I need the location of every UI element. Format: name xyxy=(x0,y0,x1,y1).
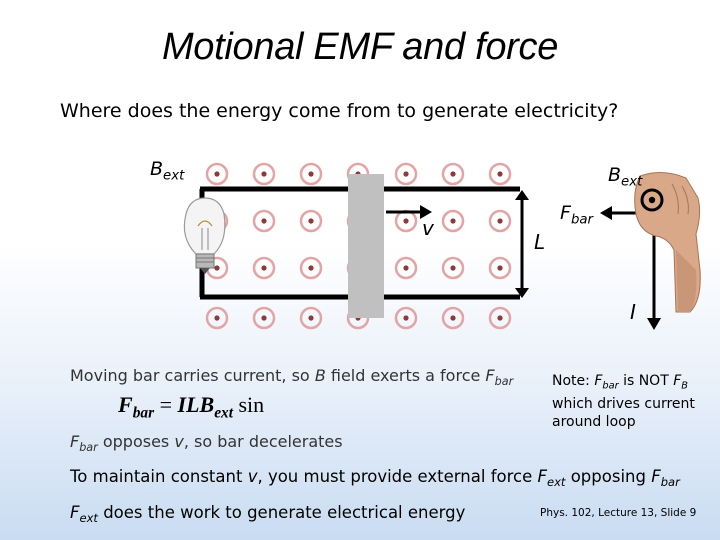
note-fb-sub: B xyxy=(681,380,688,392)
fext-f: F xyxy=(70,503,80,522)
field-out-of-page-symbol xyxy=(441,209,465,233)
maintain-pre: To maintain constant xyxy=(70,467,248,486)
field-out-of-page-symbol xyxy=(488,162,512,186)
moving-b: B xyxy=(314,366,326,385)
opposes-f-sub: bar xyxy=(79,440,98,454)
maintain-f-sub: ext xyxy=(547,475,566,490)
maintain-velocity-text: To maintain constant v, you must provide… xyxy=(70,467,680,489)
field-out-of-page-symbol xyxy=(488,209,512,233)
moving-post: field exerts a force xyxy=(325,366,486,385)
moving-f: F xyxy=(485,366,495,385)
field-out-of-page-symbol xyxy=(252,306,276,330)
field-out-of-page-symbol xyxy=(394,256,418,280)
formula-eq: = xyxy=(154,392,178,417)
fext-f-sub: ext xyxy=(79,511,98,526)
field-out-of-page-symbol xyxy=(252,209,276,233)
moving-bar-text: Moving bar carries current, so B field e… xyxy=(70,366,513,388)
fbar-symbol: F xyxy=(560,202,571,224)
field-out-of-page-symbol xyxy=(252,162,276,186)
field-out-of-page-symbol xyxy=(488,306,512,330)
slide-title: Motional EMF and force xyxy=(161,26,559,68)
field-out-of-page-symbol xyxy=(394,162,418,186)
velocity-label: v xyxy=(422,216,434,240)
note-pre: Note: xyxy=(552,373,595,389)
formula-f: F xyxy=(118,392,133,417)
slide-footer: Phys. 102, Lecture 13, Slide 9 xyxy=(540,507,697,519)
maintain-v: v xyxy=(247,467,258,486)
field-out-of-page-symbol xyxy=(441,162,465,186)
moving-bar xyxy=(348,174,384,318)
moving-pre: Moving bar carries current, so xyxy=(70,366,315,385)
field-out-of-page-symbol xyxy=(299,209,323,233)
opposes-text: Fbar opposes v, so bar decelerates xyxy=(70,432,343,454)
maintain-f2: F xyxy=(651,467,661,486)
field-out-of-page-symbol xyxy=(299,162,323,186)
hand-bfield-symbol xyxy=(640,188,664,212)
opposes-mid: opposes xyxy=(97,432,175,451)
field-out-of-page-symbol xyxy=(299,306,323,330)
field-out-of-page-symbol xyxy=(299,256,323,280)
field-out-of-page-symbol xyxy=(252,256,276,280)
velocity-arrowhead xyxy=(420,205,432,219)
hand-bfield-dot xyxy=(648,196,656,204)
field-out-of-page-symbol xyxy=(488,256,512,280)
field-out-of-page-symbol xyxy=(441,306,465,330)
opposes-v: v xyxy=(174,432,184,451)
bext-left-subscript: ext xyxy=(163,168,185,184)
bext-left-symbol: B xyxy=(150,158,164,180)
formula-f-sub: bar xyxy=(132,404,155,422)
current-label: I xyxy=(630,300,636,324)
maintain-f2-sub: bar xyxy=(660,475,680,490)
fext-work-text: Fext does the work to generate electrica… xyxy=(70,503,465,525)
current-arrowhead xyxy=(647,318,661,330)
field-out-of-page-symbol xyxy=(394,306,418,330)
note-f: F xyxy=(594,373,603,389)
note-f-sub: bar xyxy=(602,380,619,392)
force-formula: Fbar = ILBext sin xyxy=(118,392,264,422)
field-out-of-page-symbol xyxy=(205,162,229,186)
fbar-subscript: bar xyxy=(570,212,593,228)
maintain-mid: , you must provide external force xyxy=(257,467,538,486)
opposes-post: , so bar decelerates xyxy=(183,432,343,451)
moving-f-sub: bar xyxy=(494,374,514,388)
bext-right-label: Bext xyxy=(608,164,642,190)
note-fb: F xyxy=(673,373,682,389)
note-text: Note: Fbar is NOT FB which drives curren… xyxy=(552,372,720,431)
length-arrowhead-top xyxy=(515,190,529,200)
bext-right-subscript: ext xyxy=(621,174,643,190)
bext-right-symbol: B xyxy=(608,164,622,186)
length-arrowhead-bottom xyxy=(515,288,529,298)
fbar-arrowhead xyxy=(600,206,612,220)
note-mid: is NOT xyxy=(618,373,674,389)
maintain-f: F xyxy=(537,467,548,486)
note-post: which drives current around loop xyxy=(552,396,695,431)
field-out-of-page-symbol xyxy=(205,306,229,330)
formula-sin: sin xyxy=(233,392,265,417)
length-label: L xyxy=(534,230,546,254)
right-hand-image xyxy=(634,172,701,313)
fext-post: does the work to generate electrical ene… xyxy=(97,503,466,522)
lightbulb-icon xyxy=(183,197,226,274)
question-text: Where does the energy come from to gener… xyxy=(60,100,619,122)
formula-ext-sub: ext xyxy=(214,404,233,422)
bext-left-label: Bext xyxy=(150,158,184,184)
fbar-label: Fbar xyxy=(560,202,593,228)
opposes-f: F xyxy=(70,432,80,451)
field-out-of-page-symbol xyxy=(394,209,418,233)
field-out-of-page-symbol xyxy=(441,256,465,280)
formula-ilb: ILB xyxy=(177,392,215,417)
maintain-opp: opposing xyxy=(565,467,652,486)
